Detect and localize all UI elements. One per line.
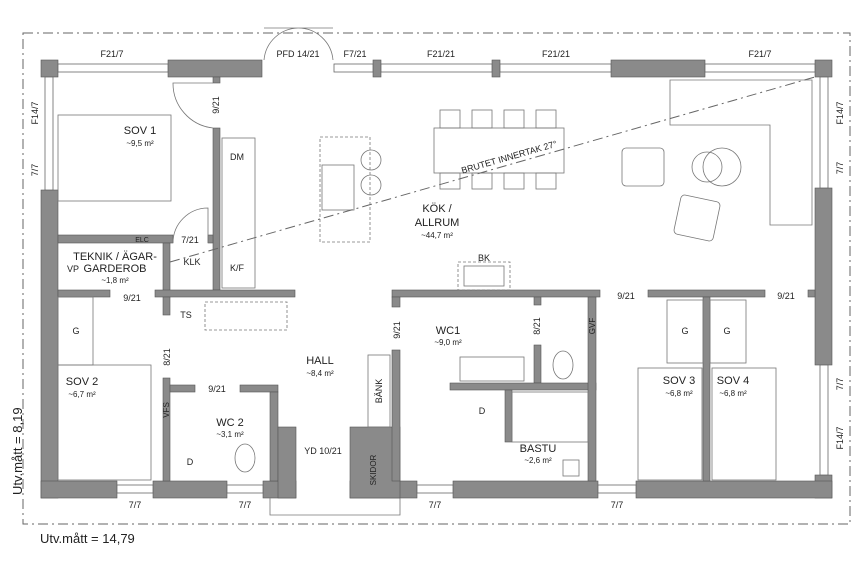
- door-label: 9/21: [208, 384, 226, 394]
- furniture: [57, 79, 813, 481]
- fixture-label: BK: [478, 253, 490, 263]
- fixture-label: G: [723, 326, 730, 336]
- door-label: 9/21: [777, 291, 795, 301]
- interior-walls: [57, 76, 816, 499]
- room-area: ~6,7 m²: [68, 390, 96, 399]
- fixture-labels: DM KLK K/F ELC VP BK TS G G G BÄNK VFS D…: [67, 152, 731, 485]
- window-label: F14/7: [835, 101, 845, 124]
- room-name: BASTU: [520, 443, 557, 455]
- fixture-label: VP: [67, 264, 79, 274]
- room-name: SOV 1: [124, 125, 156, 137]
- room-name: SOV 4: [717, 375, 749, 387]
- door-label: 9/21: [392, 321, 402, 339]
- fixture-label: BÄNK: [374, 379, 384, 404]
- window-label: 7/7: [611, 500, 624, 510]
- room-area: ~2,6 m²: [524, 456, 552, 465]
- window-label: F21/21: [427, 49, 455, 59]
- window-label: F14/7: [30, 101, 40, 124]
- window-label: 7/7: [129, 500, 142, 510]
- window-labels: F21/7 PFD 14/21 F7/21 F21/21 F21/21 F21/…: [30, 49, 845, 510]
- fixture-label: D: [479, 406, 486, 416]
- room-area: ~9,5 m²: [126, 139, 154, 148]
- room-name: ALLRUM: [415, 217, 460, 229]
- fixture-label: DM: [230, 152, 244, 162]
- window-label: 7/7: [30, 164, 40, 177]
- room-area: ~8,4 m²: [306, 369, 334, 378]
- width-dimension: Utv.mått = 14,79: [40, 531, 135, 546]
- room-name: KÖK /: [422, 203, 452, 215]
- room-name: SOV 2: [66, 376, 98, 388]
- door-label: 9/21: [123, 293, 141, 303]
- windows: [44, 27, 829, 516]
- window-label: F21/21: [542, 49, 570, 59]
- fixture-label: TS: [180, 310, 192, 320]
- window-label: F21/7: [100, 49, 123, 59]
- room-area: ~3,1 m²: [216, 430, 244, 439]
- ceiling-note: BRUTET INNERTAK 27°: [460, 139, 558, 176]
- fixture-label: KLK: [183, 257, 200, 267]
- fixture-label: VFS: [162, 402, 171, 418]
- fixture-label: G: [72, 326, 79, 336]
- door-label: PFD 14/21: [276, 49, 319, 59]
- room-name: WC 2: [216, 417, 244, 429]
- room-area: ~9,0 m²: [434, 338, 462, 347]
- room-area: ~44,7 m²: [421, 231, 453, 240]
- exterior-walls: [40, 59, 833, 499]
- ceiling-break-line: [169, 76, 816, 263]
- height-dimension: Utv.mått = 8,19: [10, 407, 25, 495]
- door-labels: 9/21 7/21 9/21 8/21 9/21 9/21 8/21 9/21 …: [123, 96, 795, 456]
- room-area: ~6,8 m²: [665, 389, 693, 398]
- fixture-label: ELC: [135, 237, 149, 244]
- room-name: GARDEROB: [84, 263, 147, 275]
- window-label: 7/7: [239, 500, 252, 510]
- room-name: TEKNIK / ÄGAR-: [73, 251, 157, 263]
- outer-dimension-boundary: [22, 32, 851, 525]
- door-label: 9/21: [617, 291, 635, 301]
- door-label: 8/21: [532, 317, 542, 335]
- fixture-label: K/F: [230, 263, 245, 273]
- fixture-label: D: [187, 457, 194, 467]
- room-name: SOV 3: [663, 375, 695, 387]
- door-label: YD 10/21: [304, 446, 342, 456]
- window-label: 7/7: [429, 500, 442, 510]
- window-label: F14/7: [835, 426, 845, 449]
- door-label: 8/21: [162, 348, 172, 366]
- fixture-label: SKIDOR: [369, 454, 378, 485]
- window-label: 7/7: [835, 162, 845, 175]
- room-labels: SOV 1 ~9,5 m² KÖK / ALLRUM ~44,7 m² TEKN…: [66, 125, 749, 465]
- room-name: WC1: [436, 325, 460, 337]
- door-label: 7/21: [181, 235, 199, 245]
- room-name: HALL: [306, 355, 334, 367]
- window-label: 7/7: [835, 378, 845, 391]
- fixture-label: GVF: [588, 318, 597, 335]
- window-label: F21/7: [748, 49, 771, 59]
- door-label: 9/21: [211, 96, 221, 114]
- room-area: ~6,8 m²: [719, 389, 747, 398]
- room-area: ~1,8 m²: [101, 276, 129, 285]
- fixture-label: G: [681, 326, 688, 336]
- window-label: F7/21: [343, 49, 366, 59]
